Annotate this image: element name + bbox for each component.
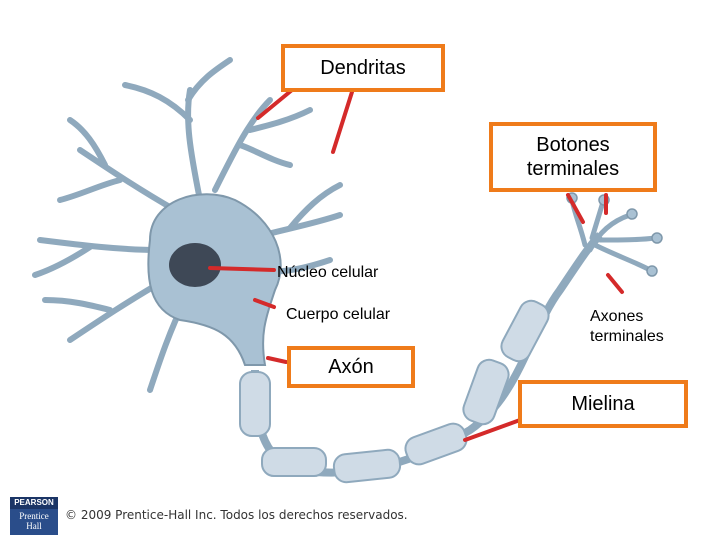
myelin-sheath	[239, 299, 550, 484]
pearson-logo: PEARSON Prentice Hall	[10, 497, 58, 535]
terminal-buttons	[566, 192, 663, 277]
label-cuerpo-celular: Cuerpo celular	[286, 306, 391, 323]
cell-body	[147, 193, 282, 366]
label-dendritas: Dendritas	[281, 44, 445, 92]
nucleus	[169, 243, 221, 287]
label-botones-terminales: Botones terminales	[489, 122, 657, 192]
label-axon: Axón	[287, 346, 415, 388]
logo-top-text: PEARSON	[10, 497, 58, 509]
label-axones-terminales: Axones terminales	[590, 308, 664, 345]
pointer-lines	[208, 88, 624, 442]
logo-bottom-text: Prentice Hall	[19, 511, 49, 531]
copyright-text: © 2009 Prentice-Hall Inc. Todos los dere…	[65, 508, 408, 522]
label-mielina: Mielina	[518, 380, 688, 428]
label-nucleo-celular: Núcleo celular	[277, 264, 379, 281]
